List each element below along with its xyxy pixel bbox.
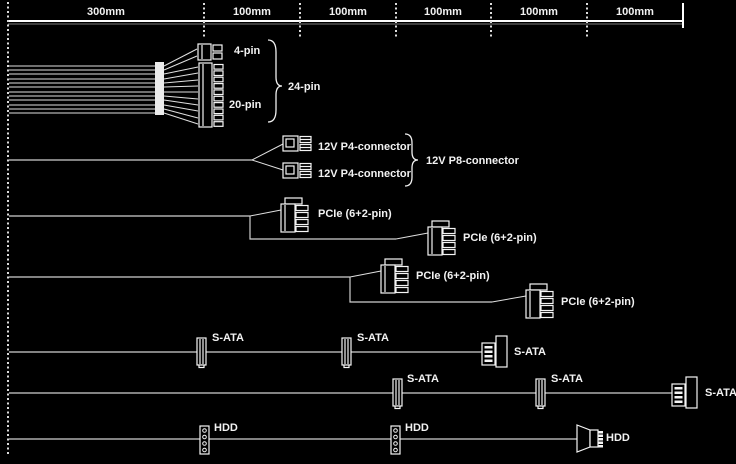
sata-connector-1b [341, 337, 352, 369]
ruler-segment-label: 100mm [424, 6, 462, 18]
sata2-label-c: S-ATA [705, 387, 736, 399]
cable-atx-24pin: 4-pin 20-pin 24-pin [9, 39, 321, 128]
sata2-label-b: S-ATA [551, 373, 583, 385]
atx-20pin-connector [198, 62, 224, 128]
sata1-label-b: S-ATA [357, 332, 389, 344]
ruler-segment-label: 100mm [233, 6, 271, 18]
pcie-connector-1b [427, 220, 456, 256]
sata-connector-1a [196, 337, 207, 369]
sata-connector-2a [392, 378, 403, 410]
hdd-connector-a [199, 425, 210, 455]
pcie2-branch-b [491, 295, 527, 303]
sata-connector-1c [481, 335, 508, 368]
pcie1-branch-a [249, 209, 282, 217]
atx-4pin-label: 4-pin [234, 45, 261, 57]
p4-connector-b [282, 162, 312, 179]
sata1-label-c: S-ATA [514, 346, 546, 358]
cpu-branch-a [251, 143, 284, 161]
ruler-segment-label: 300mm [87, 6, 125, 18]
cpu-branch-b [251, 159, 284, 171]
atx-fanout-wires [163, 48, 199, 125]
atx-4pin-connector [197, 43, 223, 61]
sata-connector-2c [671, 376, 698, 409]
ruler-segment-label: 100mm [616, 6, 654, 18]
ruler-segment-label: 100mm [520, 6, 558, 18]
hdd-connector-b [390, 425, 401, 455]
pcie1-branch-b [395, 232, 429, 240]
sata2-label-a: S-ATA [407, 373, 439, 385]
hdd-label-c: HDD [606, 432, 630, 444]
pcie1-label-b: PCIe (6+2-pin) [463, 232, 537, 244]
hdd-label-a: HDD [214, 422, 238, 434]
hdd-connector-c [576, 424, 604, 453]
atx-20pin-label: 20-pin [229, 99, 262, 111]
pcie2-label-b: PCIe (6+2-pin) [561, 296, 635, 308]
ruler-segment-label: 100mm [329, 6, 367, 18]
cable-sleeve [155, 62, 164, 115]
hdd-label-b: HDD [405, 422, 429, 434]
atx-24pin-label: 24-pin [288, 81, 321, 93]
pcie2-daisy-wire [349, 277, 492, 303]
ruler: 300mm 100mm 100mm 100mm 100mm 100mm [8, 3, 684, 38]
pcie2-label-a: PCIe (6+2-pin) [416, 270, 490, 282]
pcie-connector-2b [525, 283, 554, 319]
p4-connector-a [282, 135, 312, 152]
cable-sata-2: S-ATA S-ATA S-ATA [9, 373, 736, 410]
pcie1-daisy-wire [249, 216, 396, 240]
cable-cpu-12v: 12V P4-connector 12V P4-connector 12V P8… [9, 133, 520, 187]
sata-connector-2b [535, 378, 546, 410]
p8-brace [404, 133, 419, 187]
pcie1-label-a: PCIe (6+2-pin) [318, 208, 392, 220]
cable-pcie-2: PCIe (6+2-pin) PCIe (6+2-pin) [9, 258, 635, 319]
cable-pcie-1: PCIe (6+2-pin) PCIe (6+2-pin) [9, 197, 537, 256]
pcie-connector-2a [380, 258, 409, 294]
pcie2-branch-a [349, 270, 382, 278]
p4-label-a: 12V P4-connector [318, 141, 412, 153]
cable-hdd: HDD HDD HDD [9, 422, 630, 455]
sata1-label-a: S-ATA [212, 332, 244, 344]
pcie-connector-1a [280, 197, 309, 233]
p8-label: 12V P8-connector [426, 155, 520, 167]
p4-label-b: 12V P4-connector [318, 168, 412, 180]
atx-wire-bundle [9, 65, 156, 114]
atx-brace [267, 39, 283, 123]
cable-sata-1: S-ATA S-ATA S-ATA [9, 332, 546, 369]
